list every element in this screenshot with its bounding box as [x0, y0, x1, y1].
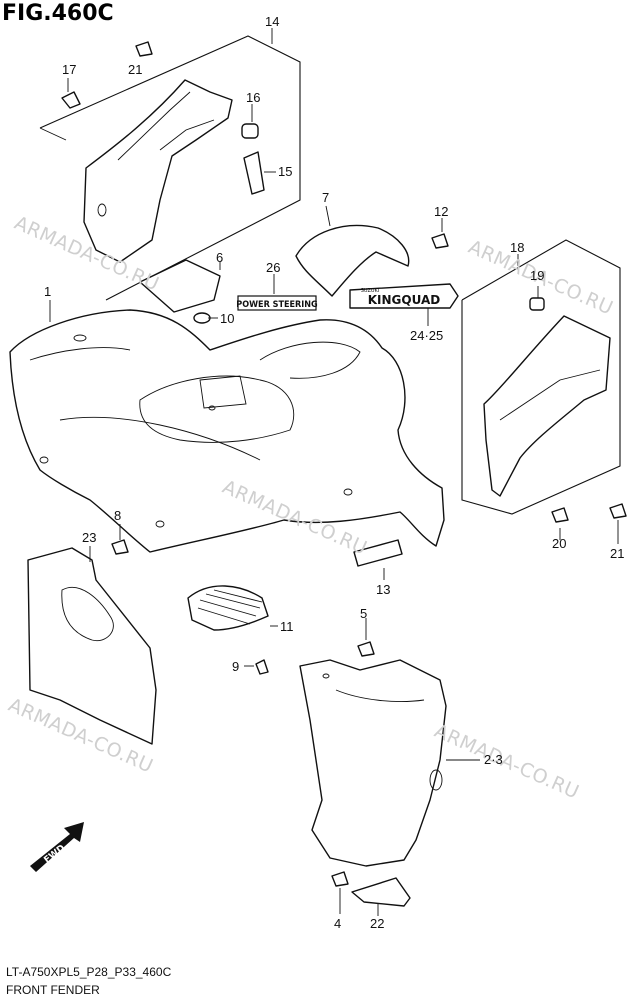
- screw-9[interactable]: [255, 659, 269, 675]
- callout-13: 13: [376, 582, 391, 597]
- trim-part-22[interactable]: [351, 877, 411, 907]
- section-title: FRONT FENDER: [6, 983, 100, 997]
- callout-20: 20: [552, 536, 567, 551]
- cover-part-7[interactable]: [295, 224, 410, 297]
- panel-box-18: [461, 239, 621, 515]
- screw-5[interactable]: [357, 641, 375, 657]
- callout-7: 7: [322, 190, 330, 205]
- callout-22: 22: [370, 916, 385, 931]
- callout-21: 21: [128, 62, 143, 77]
- callout-14: 14: [265, 14, 280, 29]
- decal-kingquad-text: KINGQUAD: [368, 293, 441, 307]
- callout-18: 18: [510, 240, 525, 255]
- callout-4: 4: [334, 916, 342, 931]
- callout-6: 6: [216, 250, 224, 265]
- callout-12: 12: [434, 204, 449, 219]
- decal-suzuki-text: SUZUKI: [361, 288, 380, 294]
- screw-12[interactable]: [431, 233, 449, 249]
- leader-lines: [49, 28, 619, 916]
- inner-panel-part-14[interactable]: [83, 79, 233, 263]
- callout-17: 17: [62, 62, 77, 77]
- callout-8: 8: [114, 508, 122, 523]
- grommet-16[interactable]: [241, 123, 259, 139]
- callout-26: 26: [266, 260, 281, 275]
- grommet-10[interactable]: [193, 312, 211, 324]
- pad-part-6[interactable]: [139, 259, 221, 313]
- mud-guard-part-23[interactable]: [27, 547, 157, 745]
- callout-9: 9: [232, 659, 240, 674]
- seal-15[interactable]: [243, 151, 265, 195]
- front-fender-part-1[interactable]: [9, 309, 445, 553]
- model-code: LT-A750XPL5_P28_P33_460C: [6, 965, 172, 979]
- decal-24-25-kingquad[interactable]: [349, 283, 459, 309]
- screw-8[interactable]: [111, 539, 129, 555]
- screw-21-top[interactable]: [135, 41, 153, 57]
- grommet-19[interactable]: [529, 297, 545, 311]
- figure-title: FIG.460C: [2, 1, 114, 26]
- callout-19: 19: [530, 268, 545, 283]
- callout-24-25: 24·25: [410, 328, 444, 343]
- callout-1: 1: [44, 284, 52, 299]
- decal-26-power-steering[interactable]: [237, 295, 317, 311]
- strip-part-13[interactable]: [353, 539, 403, 567]
- screw-20[interactable]: [551, 507, 569, 523]
- callout-15: 15: [278, 164, 293, 179]
- screw-4[interactable]: [331, 871, 349, 887]
- vent-part-11[interactable]: [187, 585, 269, 631]
- callout-21-right: 21: [610, 546, 625, 561]
- callout-10: 10: [220, 311, 235, 326]
- inner-fender-part-2-3[interactable]: [299, 659, 447, 867]
- screw-21-right[interactable]: [609, 503, 627, 519]
- callout-16: 16: [246, 90, 261, 105]
- screw-17[interactable]: [61, 91, 81, 109]
- panel-box-14: [39, 35, 301, 301]
- inner-panel-part-18[interactable]: [483, 315, 611, 497]
- forward-direction-arrow-icon: [30, 822, 84, 872]
- decal-power-steering-text: POWER STEERING: [236, 300, 318, 310]
- callout-2-3: 2·3: [484, 752, 503, 767]
- callout-5: 5: [360, 606, 368, 621]
- callout-11: 11: [280, 619, 294, 634]
- callout-23: 23: [82, 530, 97, 545]
